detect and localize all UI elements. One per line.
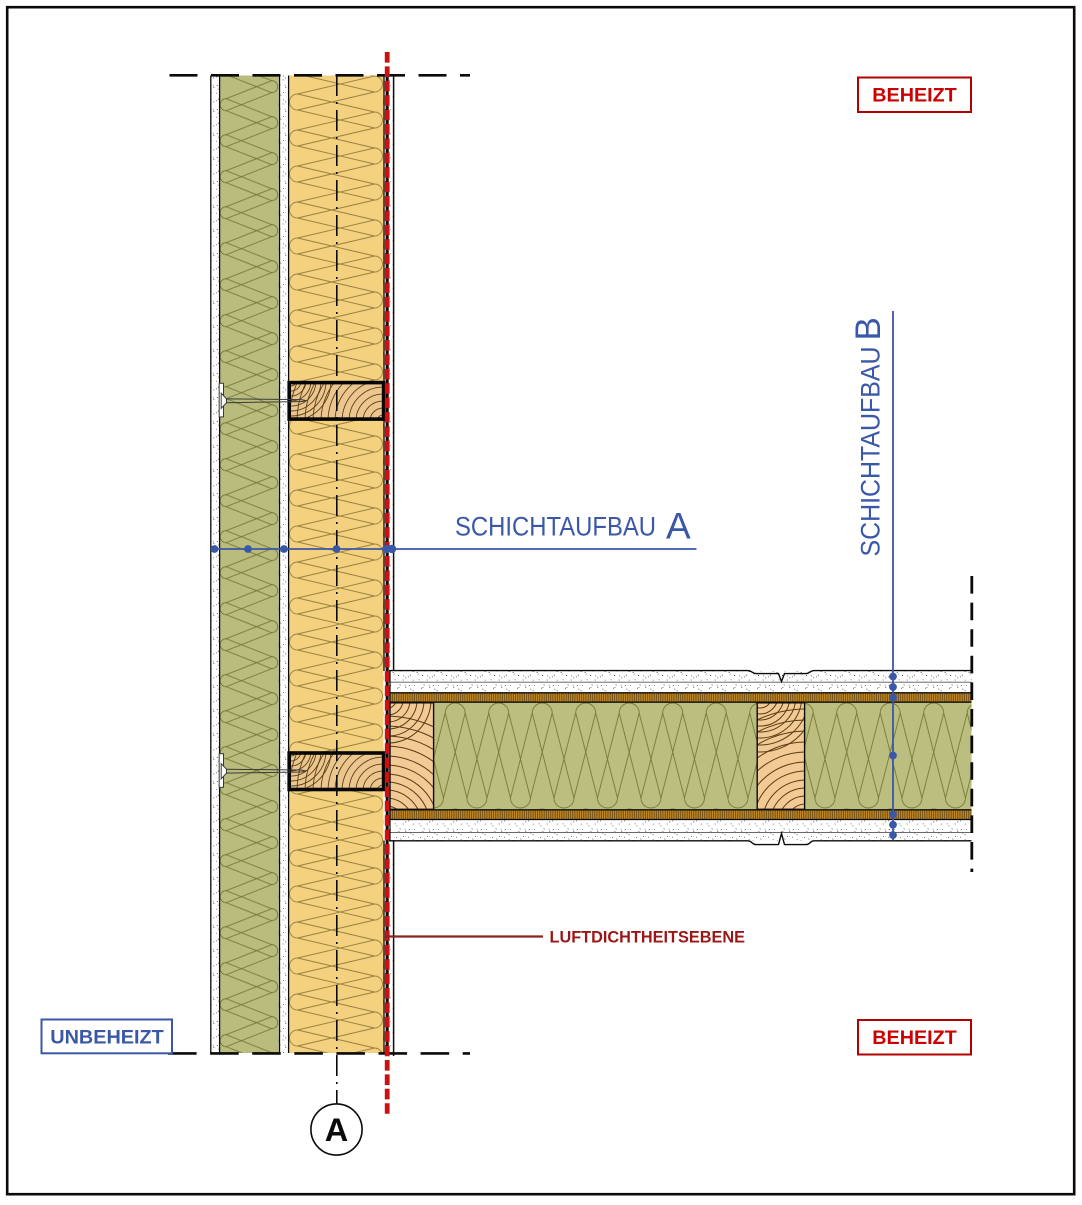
svg-text:A: A [325,1112,348,1148]
svg-text:LUFTDICHTHEITSEBENE: LUFTDICHTHEITSEBENE [550,929,746,947]
svg-text:B: B [849,317,888,340]
svg-text:SCHICHTAUFBAU: SCHICHTAUFBAU [455,512,656,542]
svg-text:BEHEIZT: BEHEIZT [872,1028,957,1049]
svg-text:A: A [666,506,691,547]
svg-text:UNBEHEIZT: UNBEHEIZT [50,1028,164,1049]
svg-text:BEHEIZT: BEHEIZT [872,86,957,107]
svg-text:SCHICHTAUFBAU: SCHICHTAUFBAU [856,347,886,557]
